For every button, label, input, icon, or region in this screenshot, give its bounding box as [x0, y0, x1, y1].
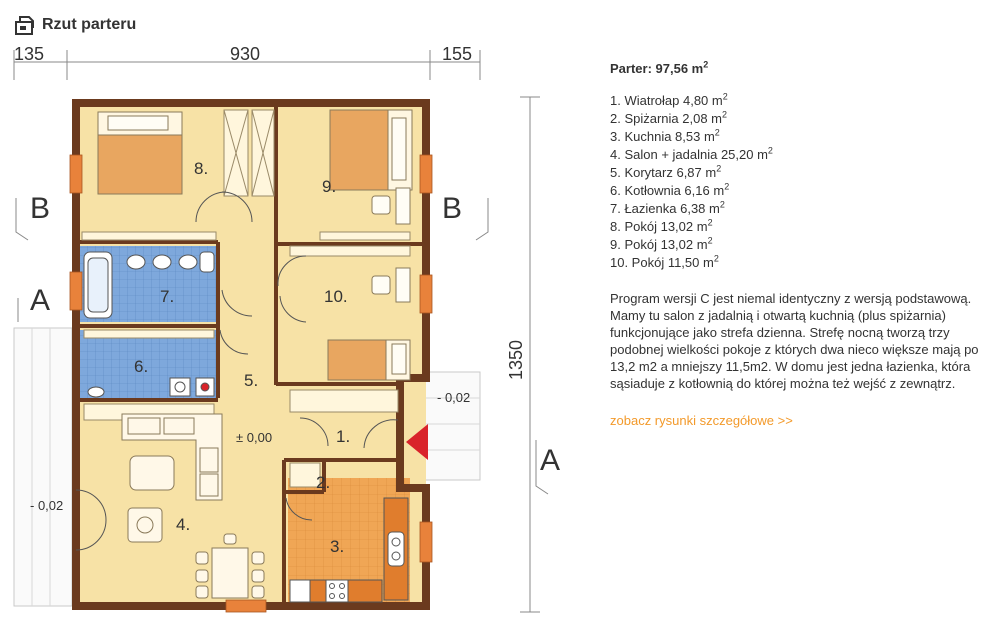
level-entrance: - 0,02 — [437, 390, 470, 405]
room-list-item: 4. Salon + jadalnia 25,20 m2 — [610, 145, 773, 162]
room-number-8: 8. — [194, 159, 208, 178]
room-number-9: 9. — [322, 177, 336, 196]
plan-title: Rzut parteru — [42, 16, 137, 33]
room-list-item: 2. Spiżarnia 2,08 m2 — [610, 109, 728, 126]
room-number-10: 10. — [324, 287, 348, 306]
floor-area-title: Parter: 97,56 m2 — [610, 59, 709, 76]
plan-header: Rzut parteru — [14, 10, 136, 40]
room-number-5: 5. — [244, 371, 258, 390]
window-room9 — [419, 154, 433, 194]
window-room10 — [419, 274, 433, 314]
washbasin — [126, 254, 146, 270]
terrace-left — [13, 327, 73, 607]
svg-text:A: A — [30, 284, 50, 317]
living-furniture — [121, 413, 265, 599]
stove — [325, 579, 349, 603]
dimension-left: 135 — [14, 44, 44, 64]
floor-plan-icon — [15, 16, 34, 35]
window-room8 — [69, 154, 83, 194]
floor-boiler-room — [80, 330, 218, 398]
window-kitchen — [419, 521, 433, 563]
svg-text:B: B — [442, 192, 462, 225]
level-main: ± 0,00 — [236, 430, 272, 445]
dimension-lines — [13, 50, 540, 613]
plan-description: Program wersji C jest niemal identyczny … — [610, 291, 979, 391]
room-number-6: 6. — [134, 357, 148, 376]
sink — [387, 531, 405, 567]
room-list-item: 1. Wiatrołap 4,80 m2 — [610, 91, 728, 108]
dimension-right: 155 — [442, 44, 472, 64]
windows — [69, 154, 433, 613]
section-marker-b-right: B — [442, 192, 489, 241]
toilet — [199, 251, 215, 273]
coffee-table — [129, 455, 175, 491]
exterior-walls — [72, 99, 430, 610]
dining-table — [211, 547, 249, 599]
svg-text:B: B — [30, 192, 50, 225]
window-bathroom — [69, 271, 83, 311]
detailed-drawings-link[interactable]: zobacz rysunki szczegółowe >> — [610, 413, 793, 428]
fridge — [289, 579, 311, 603]
level-terrace: - 0,02 — [30, 498, 63, 513]
section-marker-b-left: B — [15, 192, 50, 241]
room-list-item: 7. Łazienka 6,38 m2 — [610, 199, 725, 216]
interior-walls — [76, 105, 426, 604]
room-list-item: 3. Kuchnia 8,53 m2 — [610, 127, 720, 144]
sofa — [121, 413, 223, 501]
room-number-2: 2. — [316, 473, 330, 492]
room-list-item: 6. Kotłownia 6,16 m2 — [610, 181, 730, 198]
floor-plan: 135 930 155 1350 — [13, 44, 560, 613]
bathroom-fixtures — [83, 251, 215, 398]
room-list-item: 8. Pokój 13,02 m2 — [610, 217, 713, 234]
window-dining — [225, 599, 267, 613]
room-list-item: 10. Pokój 11,50 m2 — [610, 253, 719, 270]
doors — [75, 191, 399, 551]
svg-text:A: A — [540, 444, 560, 477]
room-number-7: 7. — [160, 287, 174, 306]
room-list-item: 5. Korytarz 6,87 m2 — [610, 163, 722, 180]
beds — [97, 109, 413, 381]
room-number-4: 4. — [176, 515, 190, 534]
kitchen-fixtures — [289, 497, 409, 603]
room-number-1: 1. — [336, 427, 350, 446]
section-marker-a-right: A — [535, 440, 560, 495]
entrance-arrow — [406, 424, 428, 460]
room-numbers: 1. 2. 3. 4. 5. 6. 7. 8. 9. 10. — [134, 159, 350, 556]
info-panel: Parter: 97,56 m2 1. Wiatrołap 4,80 m2 2.… — [610, 60, 980, 430]
desks — [371, 187, 411, 303]
dimension-height: 1350 — [506, 340, 526, 380]
room-list-item: 9. Pokój 13,02 m2 — [610, 235, 713, 252]
section-marker-a-left: A — [17, 284, 50, 322]
room-number-3: 3. — [330, 537, 344, 556]
dimension-middle: 930 — [230, 44, 260, 64]
room-list: 1. Wiatrołap 4,80 m2 2. Spiżarnia 2,08 m… — [610, 92, 980, 272]
